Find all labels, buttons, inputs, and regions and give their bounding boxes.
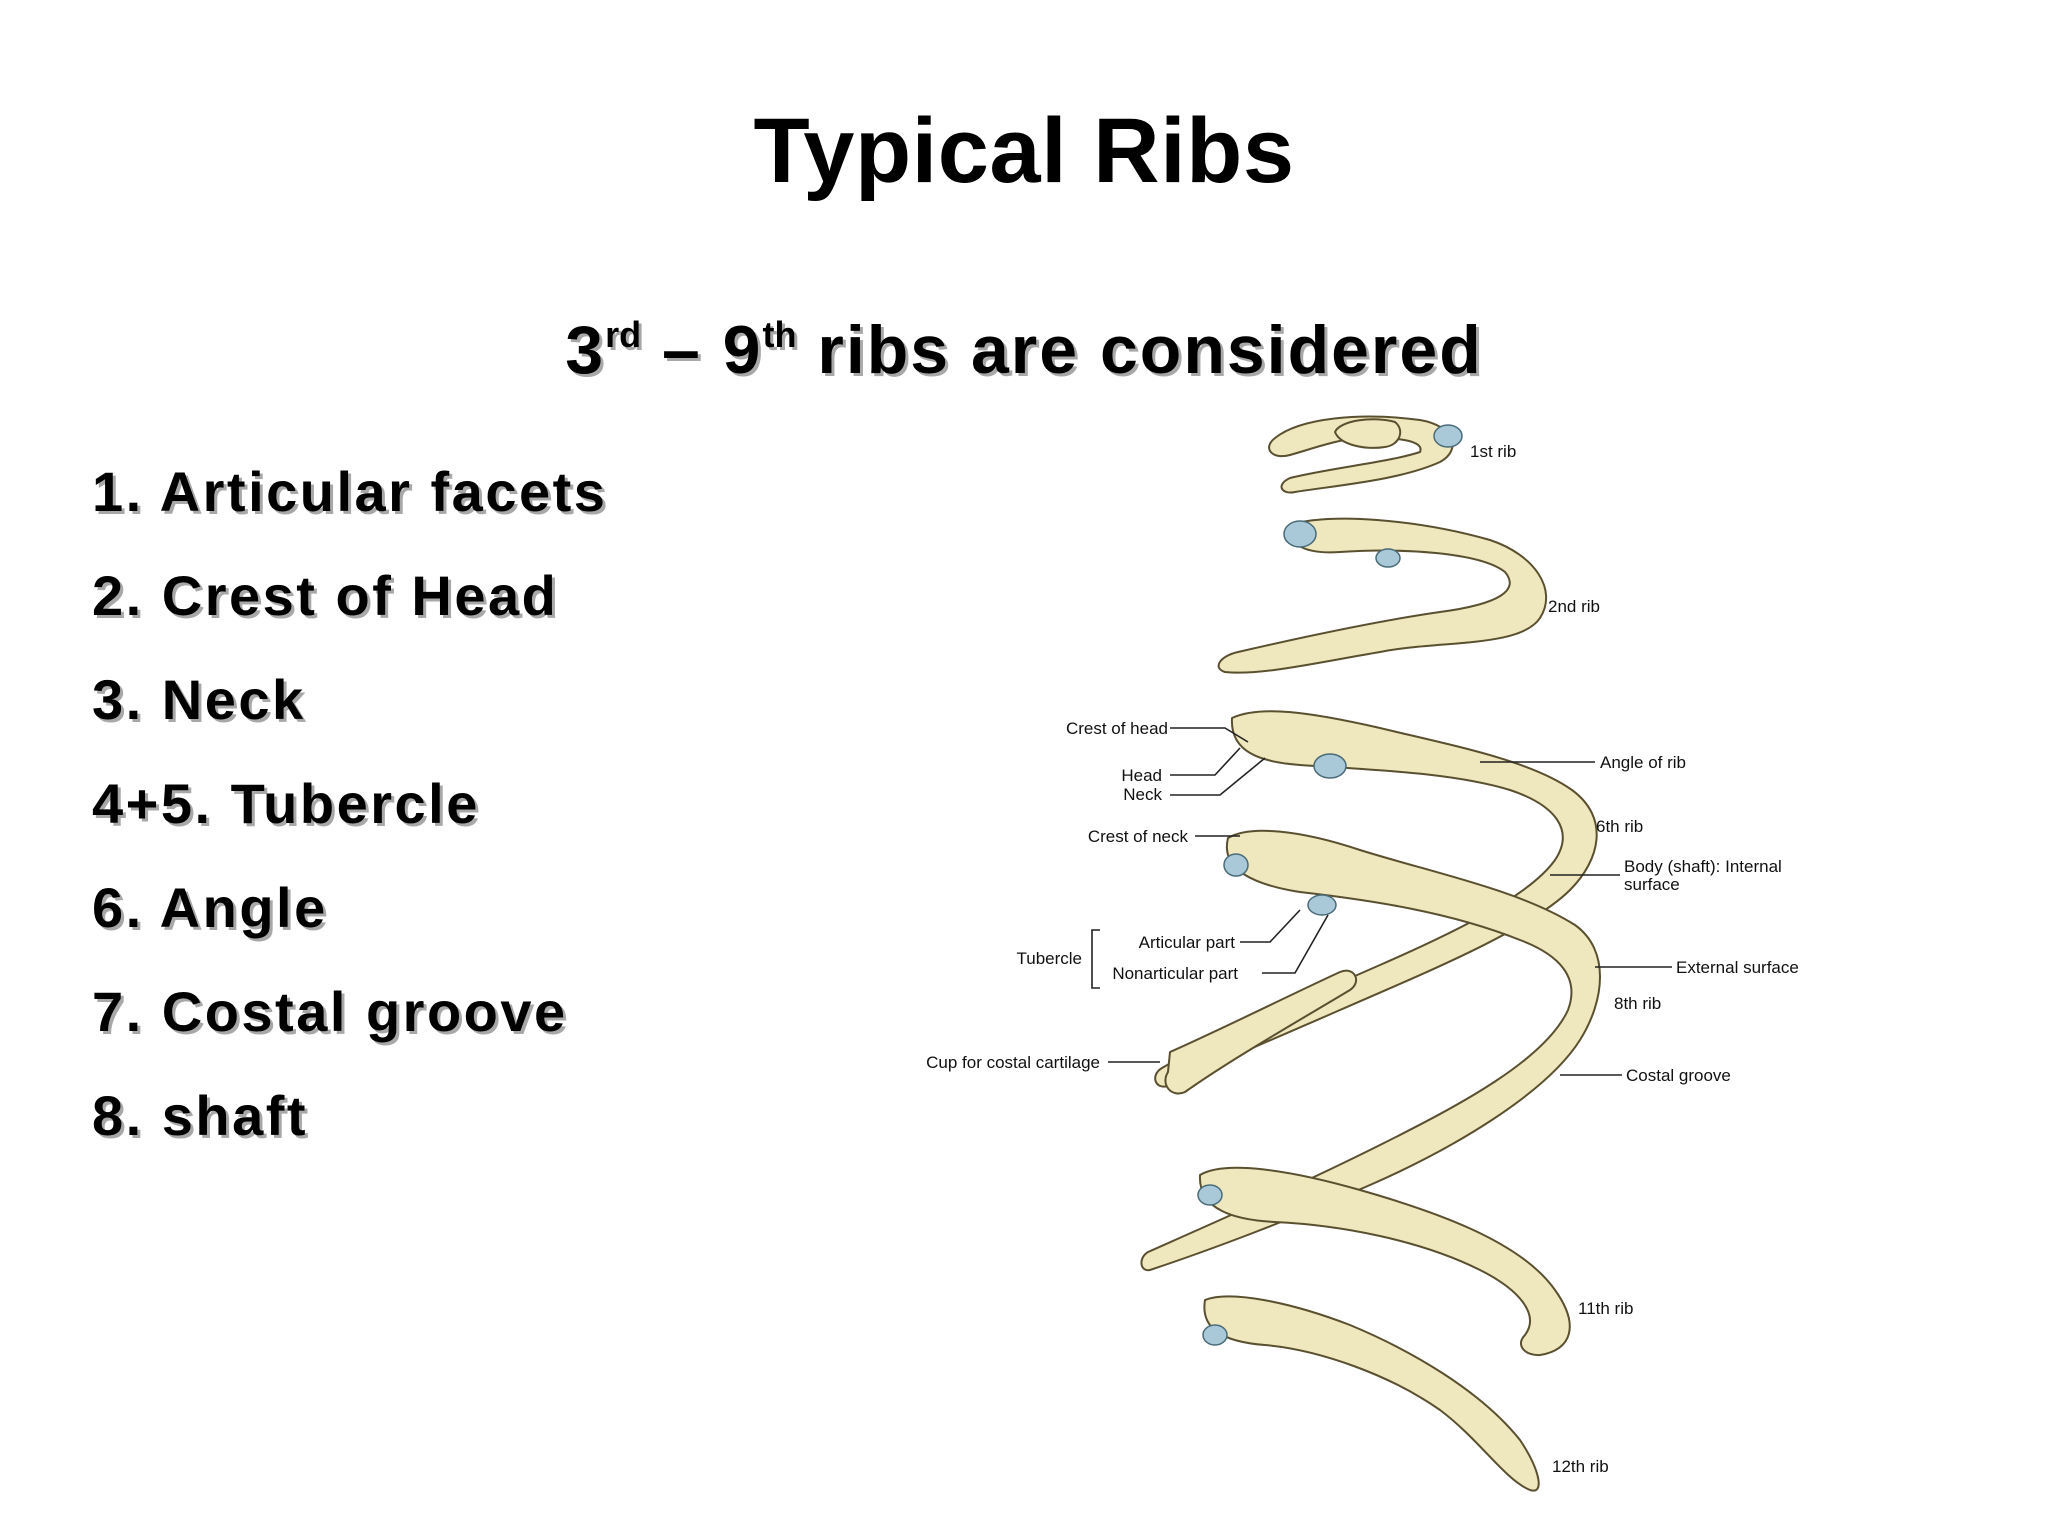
label-rib-2: 2nd rib xyxy=(1548,597,1600,616)
facet xyxy=(1283,520,1317,548)
slide-title: Typical Ribs xyxy=(753,100,1295,202)
facet xyxy=(1307,894,1337,916)
list-item: 1. Articular facets xyxy=(92,460,608,523)
facet xyxy=(1197,1184,1223,1206)
label-head: Head xyxy=(1121,766,1162,785)
leader-line xyxy=(1170,757,1266,796)
leader-line xyxy=(1240,909,1301,943)
leader-lines xyxy=(1091,727,1672,1076)
list-item: 8. shaft xyxy=(92,1084,309,1147)
facet xyxy=(1223,853,1249,877)
subtitle-superscript-1: rd xyxy=(605,314,642,355)
label-nonarticular-part: Nonarticular part xyxy=(1112,964,1238,983)
rib-illustration-svg: 1st rib 2nd rib Crest of head Head Neck … xyxy=(926,415,1799,1492)
list-item: 2. Crest of Head xyxy=(92,564,559,627)
rib-2-shape xyxy=(1217,517,1548,674)
leader-line xyxy=(1091,929,1100,989)
label-angle-of-rib: Angle of rib xyxy=(1600,753,1686,772)
label-surface: surface xyxy=(1624,875,1680,894)
leader-line xyxy=(1262,914,1329,974)
subtitle: 3rd – 9th ribs are considered typical xyxy=(504,285,1544,403)
label-articular-part: Articular part xyxy=(1139,933,1236,952)
list-item: 3. Neck xyxy=(92,668,306,731)
list-item: 7. Costal groove xyxy=(92,980,568,1043)
facet xyxy=(1313,753,1347,779)
subtitle-part-2: – 9 xyxy=(641,312,763,388)
label-tubercle: Tubercle xyxy=(1016,949,1082,968)
articular-facets xyxy=(1197,424,1463,1346)
label-rib-12: 12th rib xyxy=(1552,1457,1609,1476)
subtitle-container: 3rd – 9th ribs are considered typical xyxy=(0,285,2048,403)
list-item: 6. Angle xyxy=(92,876,328,939)
label-external-surface: External surface xyxy=(1676,958,1799,977)
figure-labels: 1st rib 2nd rib Crest of head Head Neck … xyxy=(926,442,1799,1476)
label-crest-of-head: Crest of head xyxy=(1066,719,1168,738)
label-neck: Neck xyxy=(1123,785,1162,804)
label-body-shaft: Body (shaft): Internal xyxy=(1624,857,1782,876)
label-cup: Cup for costal cartilage xyxy=(926,1053,1100,1072)
label-rib-8: 8th rib xyxy=(1614,994,1661,1013)
facet xyxy=(1375,548,1401,568)
leader-line xyxy=(1170,747,1241,776)
rib-8-shape xyxy=(1140,829,1601,1272)
facet xyxy=(1433,424,1463,448)
rib-illustration: 1st rib 2nd rib Crest of head Head Neck … xyxy=(880,405,2048,1536)
label-costal-groove: Costal groove xyxy=(1626,1066,1731,1085)
rib-1-head xyxy=(1334,418,1402,449)
subtitle-superscript-2: th xyxy=(762,314,797,355)
subtitle-part-3: ribs are considered typical xyxy=(817,312,1483,388)
rib-12-shape xyxy=(1203,1295,1540,1492)
list-item: 4+5. Tubercle xyxy=(92,772,480,835)
rib-11-shape xyxy=(1198,1166,1571,1357)
rib-8-anterior-end xyxy=(1164,969,1358,1095)
label-crest-of-neck: Crest of neck xyxy=(1088,827,1189,846)
facet xyxy=(1202,1324,1228,1346)
leader-line xyxy=(1170,727,1249,743)
label-rib-1: 1st rib xyxy=(1470,442,1516,461)
label-rib-6: 6th rib xyxy=(1596,817,1643,836)
rib-1-shape xyxy=(1268,415,1454,494)
label-rib-11: 11th rib xyxy=(1578,1299,1633,1318)
rib-bones xyxy=(1140,415,1601,1492)
anatomy-point-list: 1. Articular facets 2. Crest of Head 3. … xyxy=(92,460,607,1188)
subtitle-part-1: 3 xyxy=(565,312,606,388)
